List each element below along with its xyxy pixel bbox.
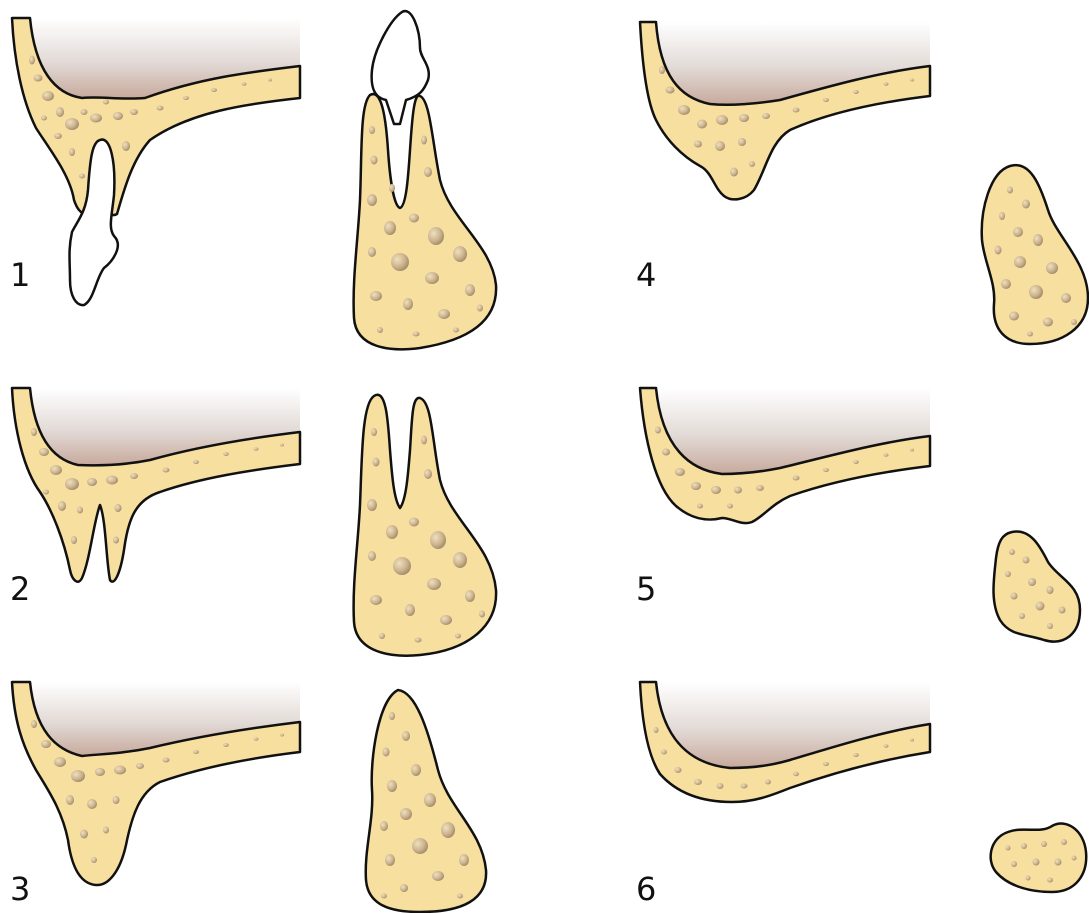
stage-4-group: 4 [636,22,1088,344]
stage-4-cross-section-bone [982,165,1088,344]
stage-6-label: 6 [636,870,656,908]
stage-2-label: 2 [10,570,30,608]
stage-1-label: 1 [10,256,30,294]
stage-3-panoramic-view [12,682,300,885]
stage-4-label: 4 [636,256,656,294]
stage-3-group: 3 [10,682,486,912]
stage-4-cross-section [982,165,1088,344]
stage-5-label: 5 [636,570,656,608]
stage-2-group: 2 [10,388,496,656]
stage-3-label: 3 [10,870,30,908]
stage-2-cross-section [354,395,497,656]
stage-3-cross-section [366,690,486,912]
stage-2-panoramic-view [12,388,300,582]
stage-5-group: 5 [636,388,1080,642]
stage-4-panoramic-view [640,22,930,199]
stage-6-group: 6 [636,682,1086,908]
stage-1-group: 1 [10,11,496,349]
stage-1-cross-section-bone [354,94,497,349]
stage-5-cross-section-bone [994,531,1081,641]
stage-5-panoramic-view [640,388,930,523]
stage-5-cross-section [994,531,1081,641]
stage-1-panoramic-view [12,18,300,305]
stage-6-cross-section [991,824,1087,892]
stage-6-panoramic-view [640,682,930,802]
stage-1-cross-section [354,11,497,349]
